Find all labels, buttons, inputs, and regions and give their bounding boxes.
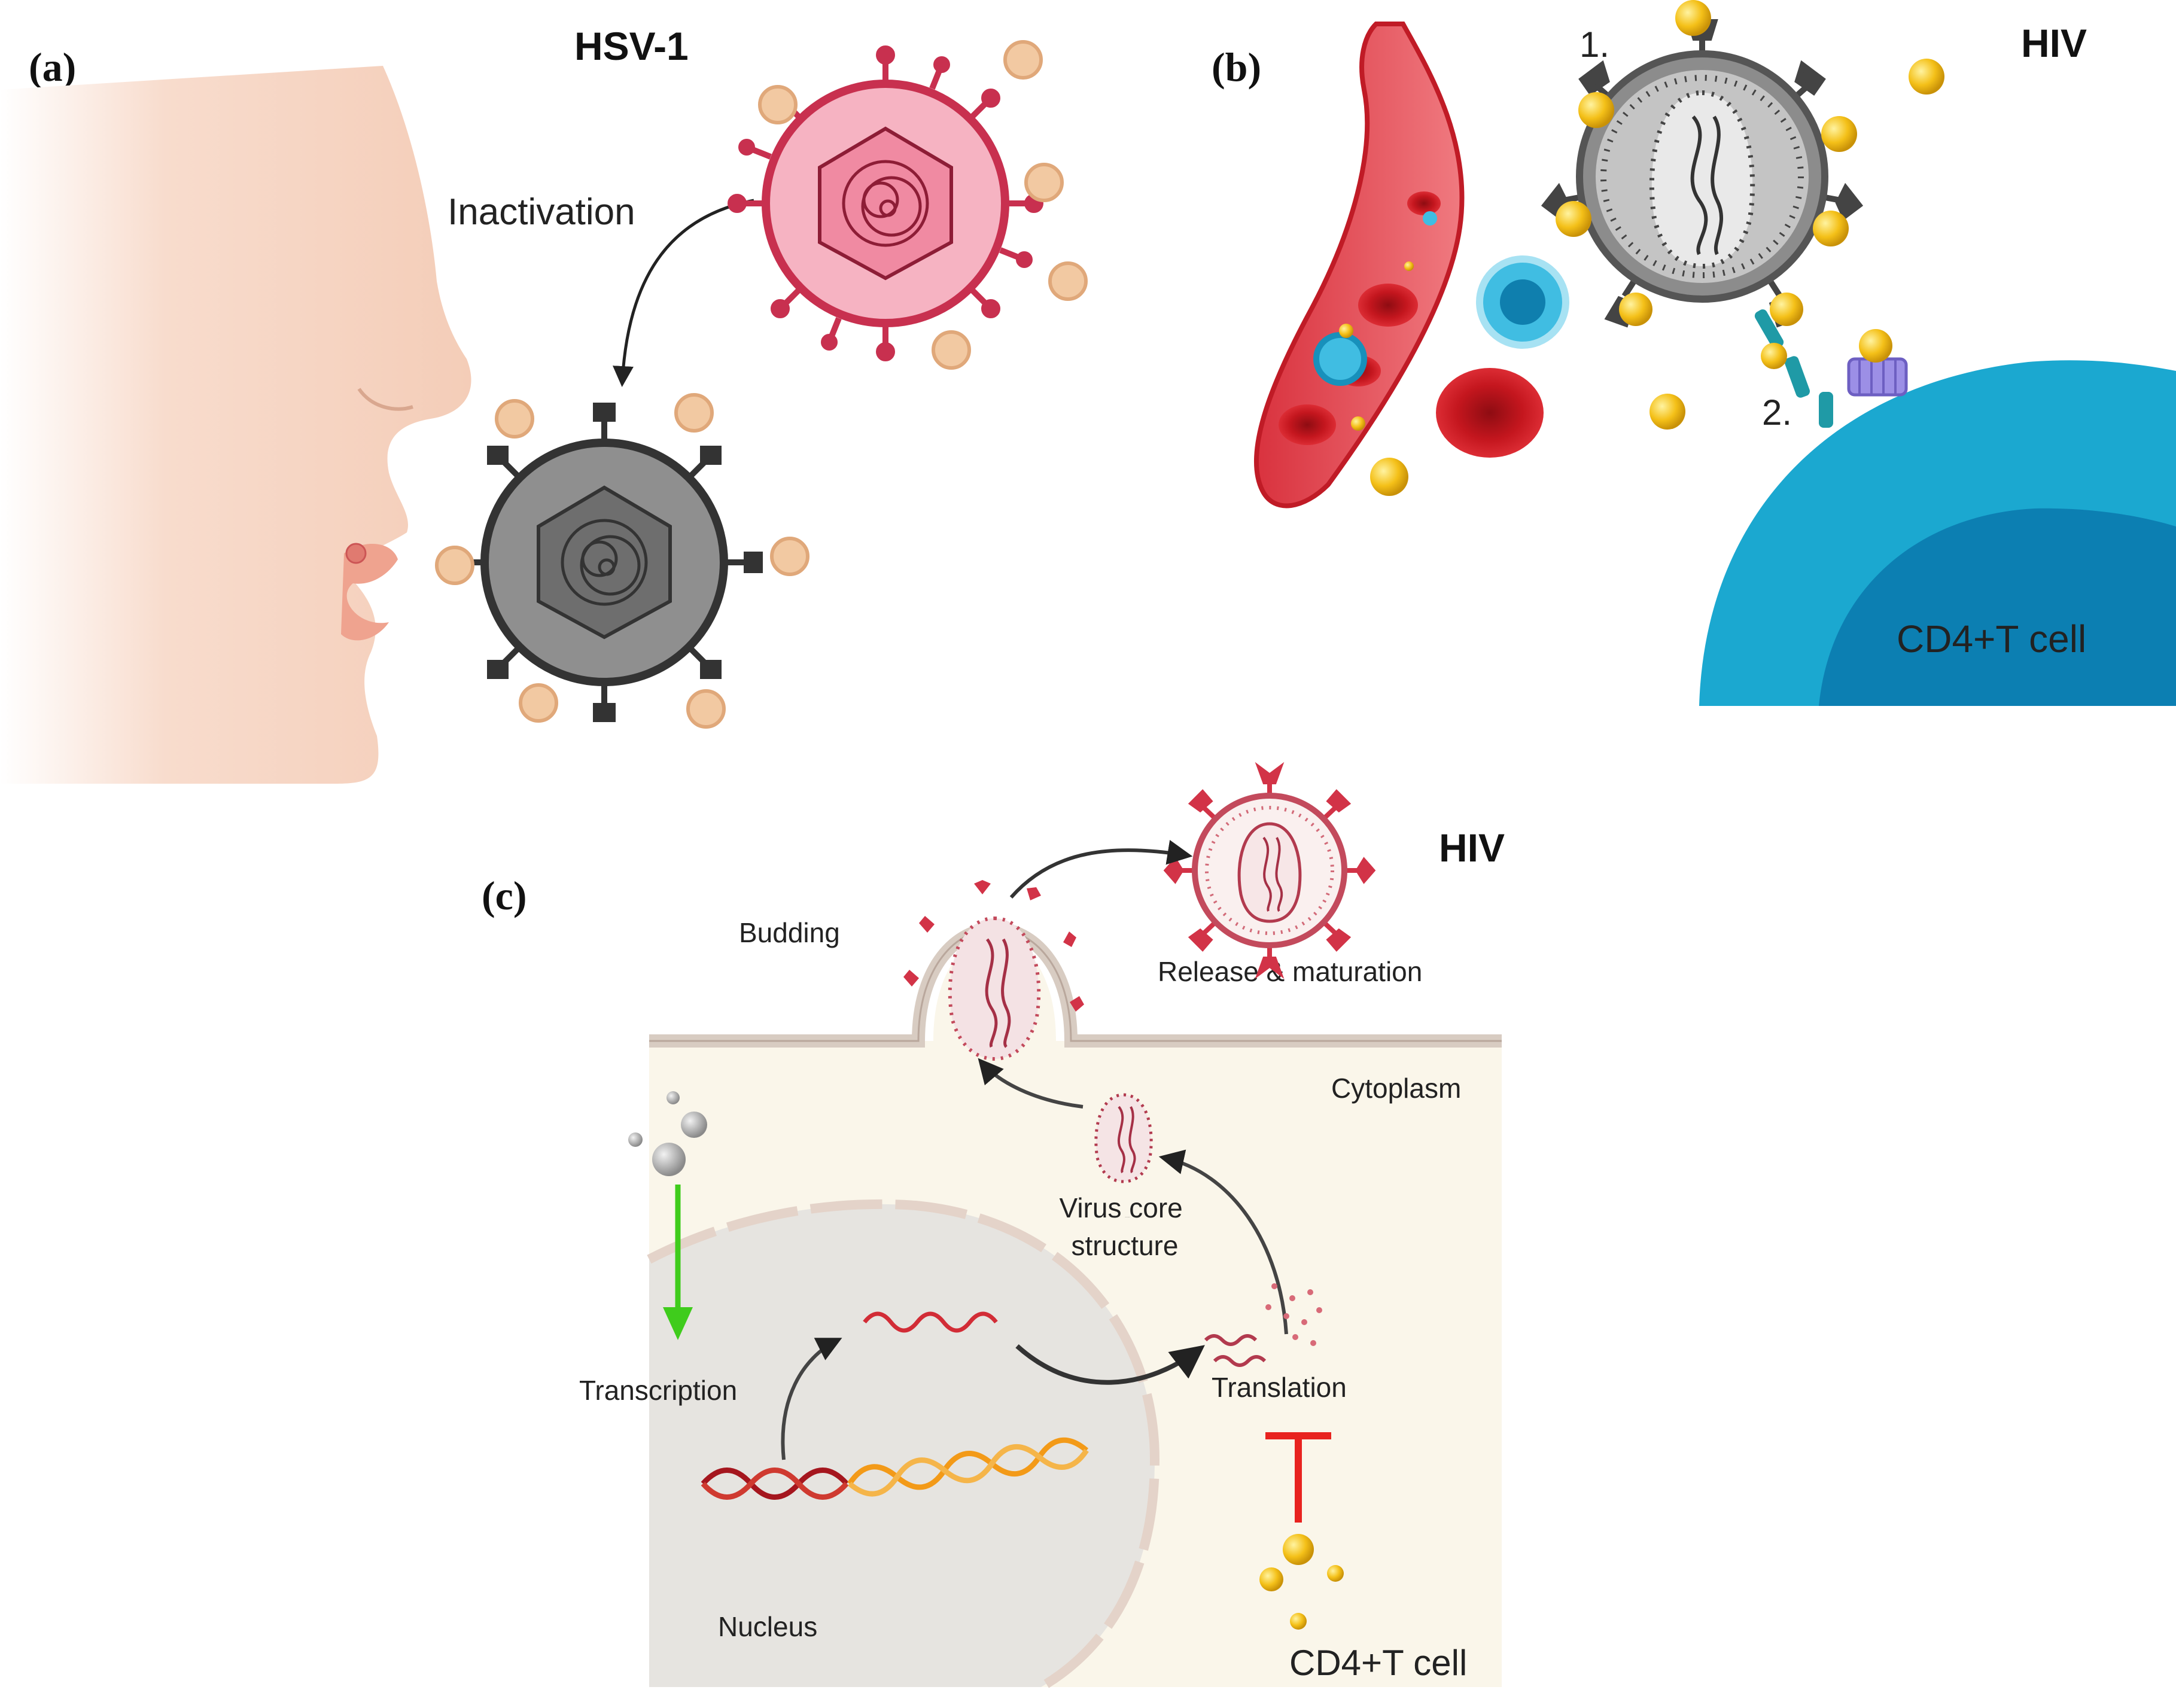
step-1-label: 1. <box>1579 25 1609 65</box>
step-2-label: 2. <box>1762 392 1792 433</box>
active-hsv1-virus <box>728 45 1043 361</box>
inactivation-arrow <box>613 199 754 387</box>
free-red-blood-cell <box>1436 368 1544 458</box>
inactivation-label: Inactivation <box>448 191 635 233</box>
coreceptor <box>1847 357 1908 397</box>
face-profile <box>0 66 471 784</box>
nuclear-envelope <box>647 1199 1160 1691</box>
vessel-leukocyte <box>1313 332 1367 386</box>
blood-vessel <box>1253 22 1465 509</box>
budding-arrow <box>978 1058 1084 1109</box>
free-leukocyte-nucleus <box>1500 279 1545 325</box>
panel-b-label: (b) <box>1212 44 1261 90</box>
cd4-t-cell-label: CD4+T cell <box>1289 1643 1467 1683</box>
cold-sore <box>345 543 367 564</box>
transcription-arrow <box>781 1338 842 1460</box>
released-virion <box>1163 762 1376 979</box>
panel-c-virus-title: HIV <box>1439 826 1505 870</box>
translation-products <box>1204 1283 1322 1367</box>
grey-nanoparticles <box>628 1091 707 1176</box>
face-lips <box>341 543 398 641</box>
inactivated-hsv1-virus <box>446 403 763 722</box>
budding-label: Budding <box>739 917 840 948</box>
vessel-blood-cells <box>1279 191 1441 445</box>
panel-b-virus-title: HIV <box>2021 21 2087 65</box>
t-cell-inner <box>1819 508 2176 706</box>
t-cell-label: CD4+T cell <box>1897 617 2086 660</box>
panel-a-virus-title: HSV-1 <box>574 24 689 68</box>
nucleus <box>649 1204 1155 1687</box>
assembly-arrow <box>1158 1149 1288 1335</box>
transcription-label: Transcription <box>579 1375 737 1406</box>
panel-c-label: (c) <box>482 873 526 918</box>
release-arrow <box>1009 839 1193 899</box>
dna-helix <box>701 1437 1089 1500</box>
panel-c: (c) HIV Budding Release & maturation Cyt… <box>482 762 1505 1691</box>
panel-b-nanoparticles <box>1339 0 1944 496</box>
hiv-virion <box>1541 19 1864 328</box>
vessel-leukocyte-small <box>1423 211 1437 226</box>
panel-a-nanoparticles <box>435 40 1088 729</box>
virus-core-label-data: Virus core structure <box>1125 1216 1130 1218</box>
panel-a-label: (a) <box>29 44 76 90</box>
cd4-receptor <box>1754 309 1833 428</box>
virus-core-label: Virus core structure <box>1059 1192 1190 1261</box>
nucleus-label: Nucleus <box>718 1611 817 1642</box>
translation-label: Translation <box>1212 1372 1347 1403</box>
release-label: Release & maturation <box>1158 956 1422 987</box>
face-nostril <box>357 388 413 411</box>
panel-c-nanoparticles <box>1259 1534 1344 1630</box>
transcription-up-arrow-head <box>663 1307 693 1340</box>
virus-core <box>1094 1093 1153 1183</box>
panel-a: (a) HSV-1 Inactivation <box>0 24 1088 784</box>
cytoplasm-label: Cytoplasm <box>1331 1073 1461 1104</box>
export-arrow <box>1015 1344 1205 1385</box>
panel-b: (b) HIV 1. 2. CD4+T cell <box>1212 0 2176 706</box>
mrna <box>863 1311 998 1333</box>
